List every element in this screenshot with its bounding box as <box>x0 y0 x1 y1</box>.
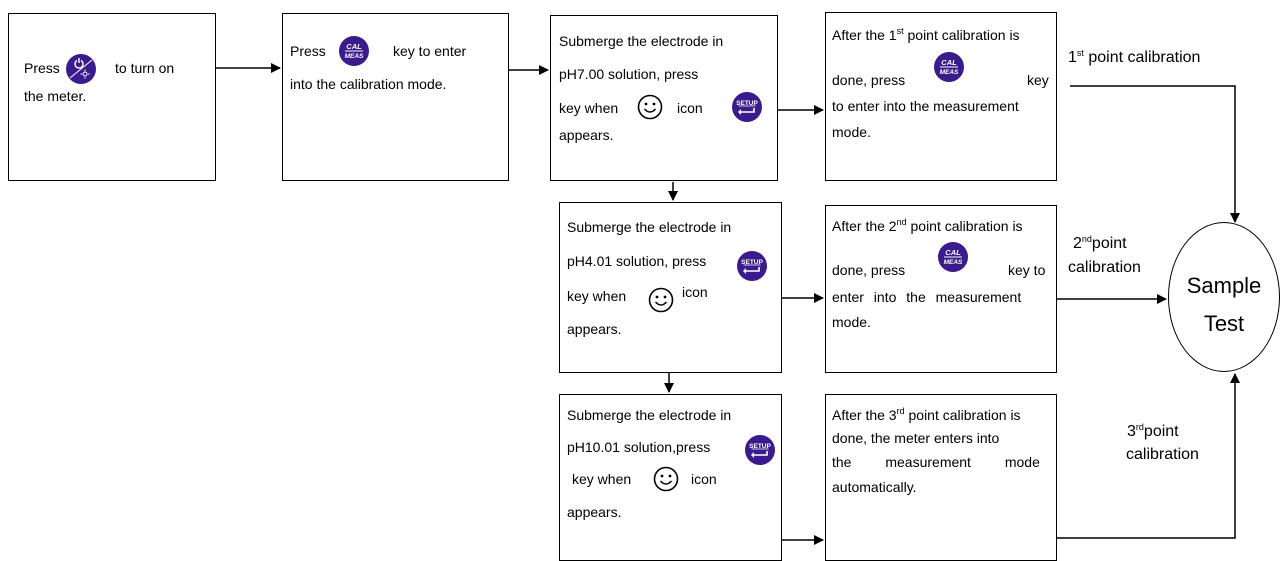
step-8-text: automatically. <box>832 479 917 495</box>
step-6-text: key to <box>1008 262 1046 278</box>
third-point-label: calibration <box>1126 446 1199 463</box>
step-5-text: appears. <box>567 321 622 337</box>
step-3-text: pH7.00 solution, press <box>559 66 699 82</box>
svg-text:SETUP: SETUP <box>741 259 763 266</box>
step-7-box <box>559 394 782 561</box>
step-4-text: done, press <box>832 72 906 88</box>
step-3-text: appears. <box>559 127 614 143</box>
step-1-text: to turn on <box>115 60 175 76</box>
step-6-text: After the 2nd point calibration is <box>832 217 1023 234</box>
svg-text:MEAS: MEAS <box>345 53 364 60</box>
step-8-text: done, the meter enters into <box>832 430 1000 446</box>
step-1-text: the meter. <box>24 88 87 104</box>
step-6-text: enter into the measurement <box>832 289 1022 305</box>
step-7-text: key when <box>572 471 632 487</box>
setup-enter-key-icon: SETUP <box>732 92 762 122</box>
svg-text:MEAS: MEAS <box>944 259 963 266</box>
step-7-text: Submerge the electrode in <box>567 407 732 423</box>
cal-meas-key-icon: CAL MEAS <box>339 36 369 66</box>
sample-test-node <box>1168 222 1280 372</box>
setup-enter-key-icon: SETUP <box>745 435 775 465</box>
step-2-text: key to enter <box>393 43 467 59</box>
step-2-box <box>282 13 509 181</box>
step-6-box <box>825 205 1057 373</box>
third-point-label: 3rdpoint <box>1127 422 1179 440</box>
sample-test-label: Sample <box>1186 273 1262 298</box>
step-5-text: pH4.01 solution, press <box>567 253 707 269</box>
first-point-label: 1st point calibration <box>1068 48 1201 66</box>
step-5-text: icon <box>682 284 708 300</box>
step-3-text: Submerge the electrode in <box>559 33 724 49</box>
arrow-first-to-sample <box>1070 85 1240 223</box>
svg-text:CAL: CAL <box>945 248 961 257</box>
second-point-label: calibration <box>1068 259 1141 276</box>
step-6-text: mode. <box>832 314 871 330</box>
arrow-third-to-sample <box>1057 373 1240 539</box>
step-4-text: mode. <box>832 124 871 140</box>
step-3-text: icon <box>677 100 703 116</box>
svg-text:CAL: CAL <box>346 42 362 51</box>
svg-text:SETUP: SETUP <box>736 100 758 107</box>
svg-text:SETUP: SETUP <box>749 443 771 450</box>
step-7-text: pH10.01 solution,press <box>567 439 711 455</box>
cal-meas-key-icon: CAL MEAS <box>934 52 964 82</box>
cal-meas-key-icon: CAL MEAS <box>938 242 968 272</box>
power-key-icon <box>66 54 96 84</box>
step-5-box <box>559 202 782 373</box>
step-5-text: Submerge the electrode in <box>567 219 732 235</box>
step-4-text: After the 1st point calibration is <box>832 26 1020 43</box>
smiley-icon <box>637 94 663 120</box>
step-6-text: done, press <box>832 262 906 278</box>
step-2-text: Press <box>290 43 326 59</box>
step-4-text: key <box>1027 72 1049 88</box>
step-8-box <box>825 394 1057 561</box>
step-1-text: Press <box>24 60 60 76</box>
step-4-text: to enter into the measurement <box>832 98 1019 114</box>
smiley-icon <box>653 466 679 492</box>
step-8-text: the measurement mode <box>832 454 1040 470</box>
sample-test-label: Test <box>1203 311 1245 336</box>
step-4-box <box>825 12 1057 181</box>
step-3-text: key when <box>559 100 619 116</box>
step-1-box <box>8 13 216 181</box>
step-7-text: appears. <box>567 504 622 520</box>
smiley-icon <box>648 287 674 313</box>
second-point-label: 2ndpoint <box>1073 234 1127 252</box>
step-8-text: After the 3rd point calibration is <box>832 406 1021 423</box>
step-5-text: key when <box>567 288 627 304</box>
svg-text:CAL: CAL <box>941 58 957 67</box>
svg-text:MEAS: MEAS <box>940 69 959 76</box>
setup-enter-key-icon: SETUP <box>737 251 767 281</box>
step-2-text: into the calibration mode. <box>290 76 447 92</box>
step-7-text: icon <box>691 471 717 487</box>
